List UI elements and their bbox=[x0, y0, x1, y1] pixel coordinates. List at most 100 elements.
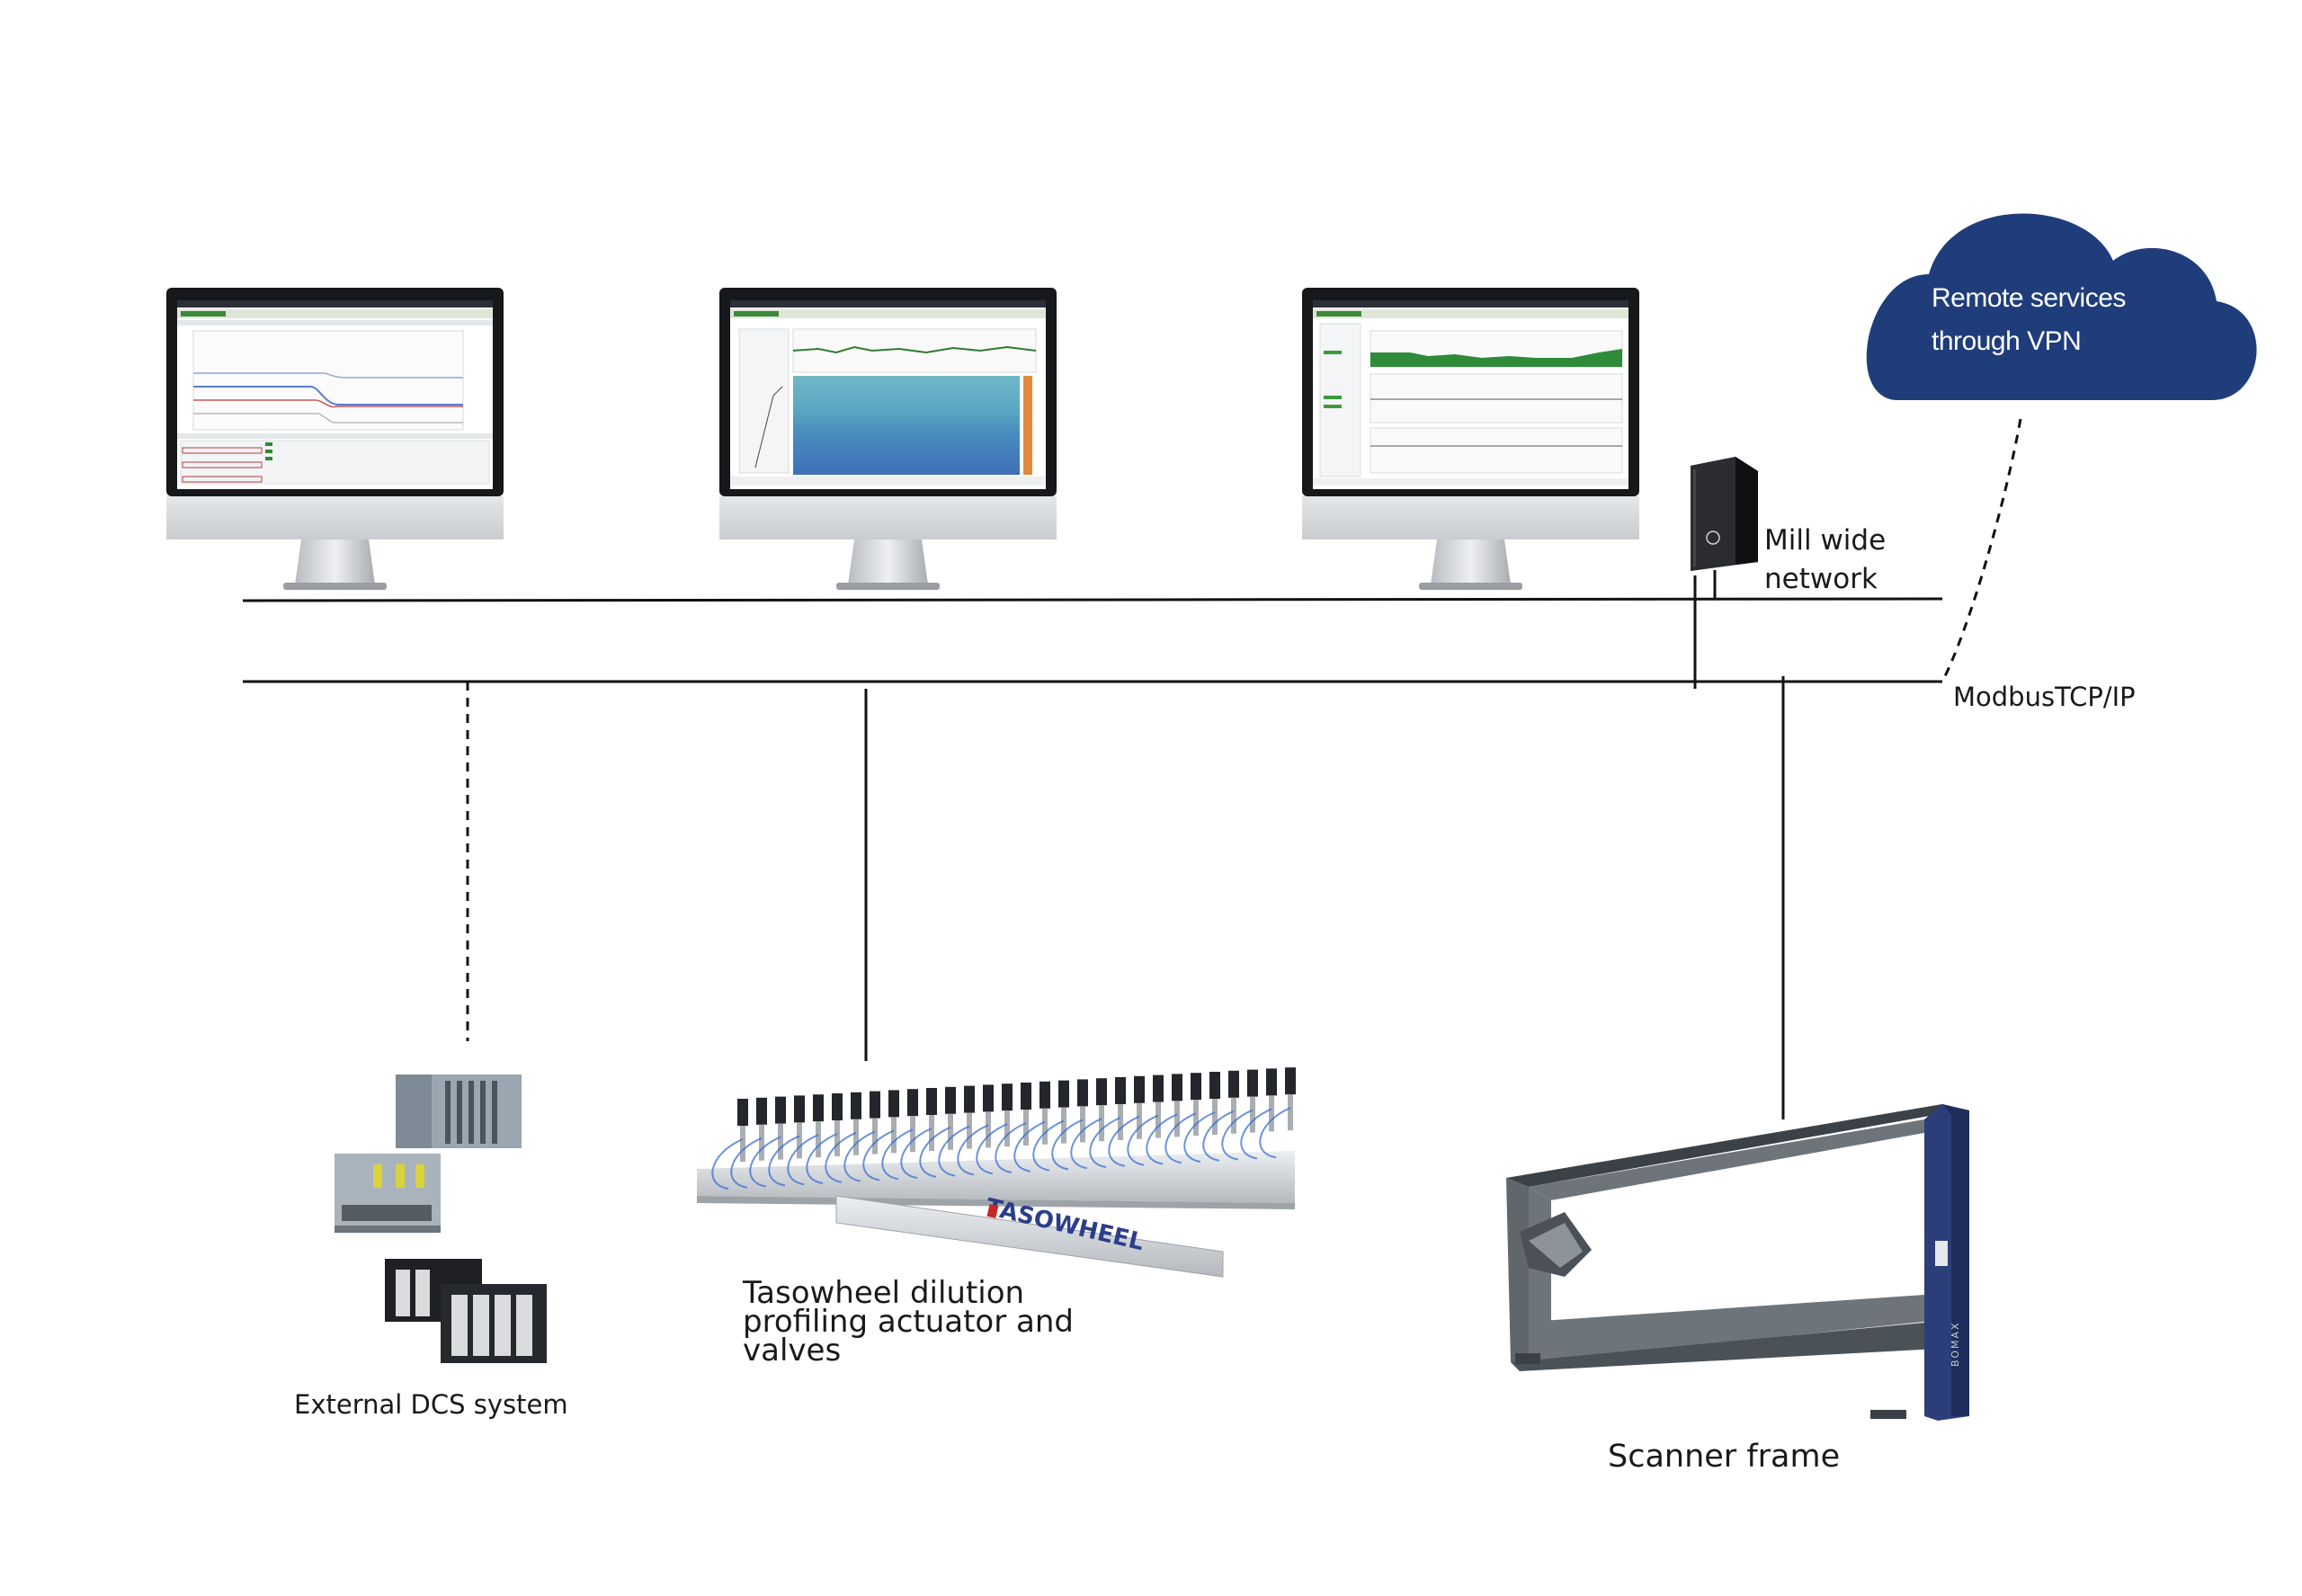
actuator-hose bbox=[938, 1125, 970, 1177]
actuator-stem bbox=[853, 1119, 859, 1155]
actuator-unit bbox=[1153, 1074, 1164, 1102]
actuator-hose bbox=[1032, 1119, 1065, 1172]
actuator-stem bbox=[740, 1126, 745, 1162]
actuator-unit bbox=[813, 1094, 824, 1122]
actuator-hose bbox=[768, 1135, 800, 1187]
scanner-frame: BOMAX bbox=[1506, 1104, 1969, 1421]
actuator-hose bbox=[1127, 1114, 1159, 1166]
actuator-label-line2: profiling actuator and bbox=[743, 1304, 1074, 1340]
actuator-stem bbox=[948, 1113, 953, 1150]
actuator-unit bbox=[945, 1086, 956, 1114]
actuator-unit bbox=[964, 1085, 975, 1113]
server-pc-tower bbox=[1691, 457, 1758, 571]
actuator-stem bbox=[1174, 1101, 1180, 1137]
actuator-unit bbox=[1002, 1083, 1013, 1111]
actuator-hose bbox=[1202, 1110, 1235, 1162]
modbus-tcp-label: ModbusTCP/IP bbox=[1953, 682, 2136, 712]
cloud-text-line2: through VPN bbox=[1932, 326, 2082, 356]
actuator-hose bbox=[730, 1137, 763, 1189]
actuator-stem bbox=[797, 1122, 802, 1159]
actuator-unit bbox=[888, 1090, 899, 1118]
actuator-unit bbox=[775, 1096, 786, 1124]
actuator-unit bbox=[794, 1095, 805, 1123]
actuator-hose bbox=[749, 1136, 781, 1188]
actuator-hose bbox=[806, 1133, 838, 1184]
actuator-unit bbox=[851, 1092, 861, 1119]
actuator-stem bbox=[967, 1112, 972, 1149]
actuator-hose bbox=[1146, 1113, 1178, 1165]
actuator-hose bbox=[881, 1128, 914, 1181]
actuator-stem bbox=[759, 1124, 764, 1161]
actuator-hose bbox=[976, 1123, 1008, 1175]
cloud-remote-services bbox=[1866, 213, 2257, 400]
actuator-stem bbox=[1250, 1096, 1255, 1133]
actuator-stem bbox=[986, 1111, 991, 1148]
actuator-hose bbox=[1221, 1109, 1254, 1161]
actuator-hose bbox=[1108, 1115, 1140, 1167]
mill-wide-network-label-line1: Mill wide bbox=[1764, 524, 1887, 557]
actuator-hose bbox=[900, 1128, 932, 1179]
actuator-unit bbox=[1134, 1075, 1145, 1103]
actuator-stem bbox=[1023, 1110, 1029, 1146]
actuator-unit bbox=[737, 1099, 748, 1126]
actuator-hose bbox=[1013, 1120, 1046, 1172]
actuator-unit bbox=[1058, 1080, 1069, 1108]
actuator-hose bbox=[862, 1129, 895, 1181]
actuator-unit bbox=[1077, 1079, 1088, 1107]
actuator-hose bbox=[1089, 1117, 1121, 1168]
tasowheel-actuator: TASOWHEEL bbox=[697, 1067, 1296, 1278]
actuator-unit bbox=[1266, 1068, 1277, 1096]
actuator-hose bbox=[1183, 1111, 1216, 1163]
actuator-unit bbox=[983, 1084, 994, 1112]
actuator-unit bbox=[1247, 1069, 1258, 1097]
actuator-hoses bbox=[711, 1107, 1291, 1190]
actuator-unit bbox=[1172, 1074, 1182, 1101]
actuator-stem bbox=[1269, 1095, 1274, 1132]
actuator-stem bbox=[910, 1116, 915, 1153]
actuator-hose bbox=[1051, 1119, 1084, 1171]
monitor-3 bbox=[1302, 288, 1639, 590]
actuator-stem bbox=[834, 1120, 840, 1156]
actuator-stem bbox=[1231, 1097, 1236, 1134]
actuator-stem bbox=[1099, 1105, 1104, 1142]
actuator-unit bbox=[1191, 1073, 1201, 1101]
scanner-brand-logo: BOMAX bbox=[1950, 1321, 1961, 1367]
actuator-unit bbox=[1115, 1077, 1126, 1104]
actuator-hose bbox=[711, 1138, 744, 1190]
actuator-hose bbox=[787, 1134, 819, 1186]
actuator-stem bbox=[1118, 1104, 1123, 1140]
monitor-2 bbox=[719, 288, 1057, 590]
actuator-unit bbox=[1285, 1067, 1296, 1095]
actuator-stem bbox=[872, 1118, 878, 1155]
actuator-unit bbox=[1228, 1070, 1239, 1098]
cloud-text-line1: Remote services bbox=[1932, 283, 2126, 313]
actuator-unit bbox=[1096, 1078, 1107, 1106]
actuator-stem bbox=[891, 1117, 897, 1154]
actuator-unit bbox=[756, 1097, 767, 1125]
mill-wide-network-label-line2: network bbox=[1764, 563, 1878, 595]
actuator-hose bbox=[1164, 1112, 1197, 1164]
scanner-frame-label: Scanner frame bbox=[1608, 1439, 1841, 1475]
actuator-unit bbox=[907, 1089, 918, 1117]
dcs-hardware bbox=[335, 1074, 547, 1363]
actuator-stem bbox=[1080, 1106, 1085, 1143]
actuator-hose bbox=[1240, 1108, 1272, 1160]
actuator-unit bbox=[1021, 1083, 1031, 1110]
actuator-stem bbox=[1137, 1102, 1142, 1139]
monitor-1 bbox=[166, 288, 504, 590]
actuator-stem bbox=[1042, 1108, 1048, 1145]
actuator-label-line1: Tasowheel dilution bbox=[743, 1275, 1025, 1311]
actuator-stem bbox=[1061, 1107, 1066, 1144]
mill-wide-network-line bbox=[242, 597, 1943, 602]
actuator-stem bbox=[929, 1115, 934, 1151]
vpn-dashed-link bbox=[1941, 418, 2022, 682]
actuator-stem bbox=[1193, 1100, 1199, 1137]
dcs-label: External DCS system bbox=[294, 1389, 568, 1420]
actuator-unit bbox=[870, 1091, 880, 1119]
actuator-units bbox=[737, 1067, 1296, 1162]
actuator-unit bbox=[832, 1093, 843, 1120]
actuator-unit bbox=[1209, 1072, 1220, 1099]
actuator-stem bbox=[1288, 1094, 1293, 1131]
actuator-hose bbox=[919, 1126, 951, 1178]
